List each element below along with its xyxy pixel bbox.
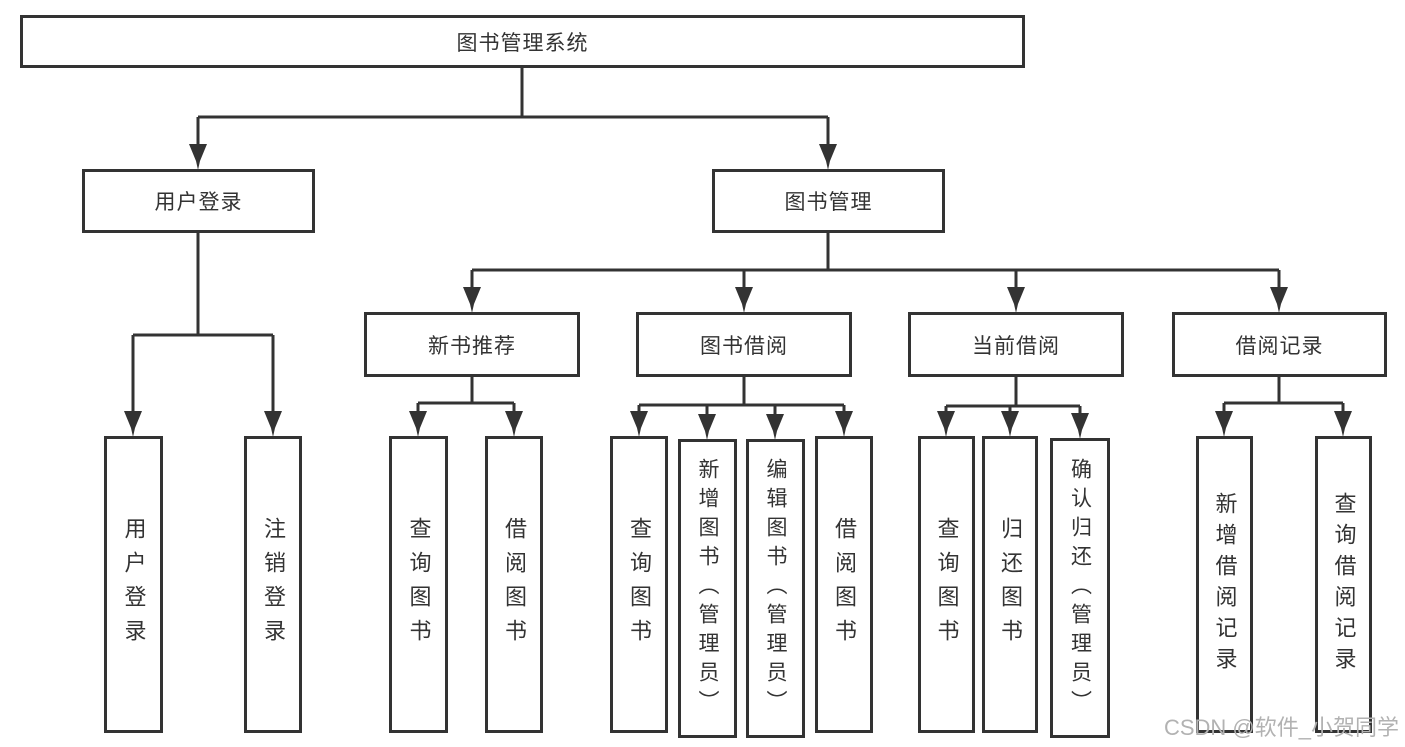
node-book-management: 图书管理	[712, 169, 945, 233]
leaf-label: 查询图书	[627, 516, 652, 653]
arrow-down-icon	[505, 411, 523, 437]
node-label: 图书借阅	[700, 334, 788, 358]
leaf-label: 借阅图书	[502, 516, 527, 653]
arrow-down-icon	[819, 144, 837, 170]
leaf-edit-books-admin: 编辑图书（管理员）	[746, 439, 805, 738]
arrow-down-icon	[1071, 413, 1089, 439]
leaf-borrow-books-borrowing: 借阅图书	[815, 436, 873, 733]
leaf-add-books-admin: 新增图书（管理员）	[678, 439, 737, 738]
leaf-label: 归还图书	[998, 516, 1023, 653]
leaf-add-borrow-record: 新增借阅记录	[1196, 436, 1253, 733]
arrow-down-icon	[189, 144, 207, 170]
arrow-down-icon	[937, 411, 955, 437]
arrow-down-icon	[1334, 411, 1352, 437]
node-user-login: 用户登录	[82, 169, 315, 233]
node-borrowing-records: 借阅记录	[1172, 312, 1387, 377]
arrow-down-icon	[835, 411, 853, 437]
node-label: 当前借阅	[972, 334, 1060, 358]
node-label: 图书管理系统	[456, 31, 589, 55]
arrow-down-icon	[735, 287, 753, 313]
arrow-down-icon	[264, 411, 282, 437]
arrow-down-icon	[124, 411, 142, 437]
leaf-borrow-books-recommend: 借阅图书	[485, 436, 543, 733]
leaf-label: 编辑图书（管理员）	[764, 458, 787, 719]
leaf-query-books-current: 查询图书	[918, 436, 975, 733]
arrow-down-icon	[766, 414, 784, 440]
node-new-book-recommendation: 新书推荐	[364, 312, 580, 377]
node-label: 借阅记录	[1235, 334, 1324, 358]
arrow-down-icon	[1007, 287, 1025, 313]
leaf-label: 确认归还（管理员）	[1068, 457, 1092, 719]
watermark: CSDN @软件_小贺同学	[1163, 715, 1399, 740]
arrow-down-icon	[1001, 411, 1019, 437]
node-label: 用户登录	[154, 191, 243, 214]
node-book-borrowing: 图书借阅	[636, 312, 852, 377]
leaf-label: 用户登录	[121, 516, 147, 653]
leaf-query-books-recommend: 查询图书	[389, 436, 448, 733]
leaf-label: 查询图书	[406, 516, 432, 653]
arrow-down-icon	[1270, 287, 1288, 313]
leaf-query-books-borrowing: 查询图书	[610, 436, 668, 733]
node-current-borrowing: 当前借阅	[908, 312, 1124, 377]
leaf-confirm-return-admin: 确认归还（管理员）	[1050, 438, 1110, 738]
arrow-down-icon	[409, 411, 427, 437]
leaf-logout-login: 注销登录	[244, 436, 302, 733]
leaf-user-login: 用户登录	[104, 436, 163, 733]
leaf-return-books: 归还图书	[982, 436, 1038, 733]
leaf-label: 查询图书	[934, 516, 960, 653]
leaf-label: 新增图书（管理员）	[696, 458, 719, 719]
arrow-down-icon	[630, 411, 648, 437]
node-label: 新书推荐	[428, 334, 516, 358]
node-label: 图书管理	[784, 191, 873, 214]
leaf-label: 注销登录	[261, 516, 286, 653]
leaf-label: 查询借阅记录	[1331, 491, 1357, 678]
arrow-down-icon	[463, 287, 481, 313]
arrow-down-icon	[1215, 411, 1233, 437]
leaf-label: 新增借阅记录	[1212, 491, 1238, 678]
arrow-down-icon	[698, 414, 716, 440]
node-book-management-system: 图书管理系统	[20, 15, 1025, 68]
leaf-label: 借阅图书	[832, 516, 857, 653]
leaf-query-borrow-record: 查询借阅记录	[1315, 436, 1372, 733]
